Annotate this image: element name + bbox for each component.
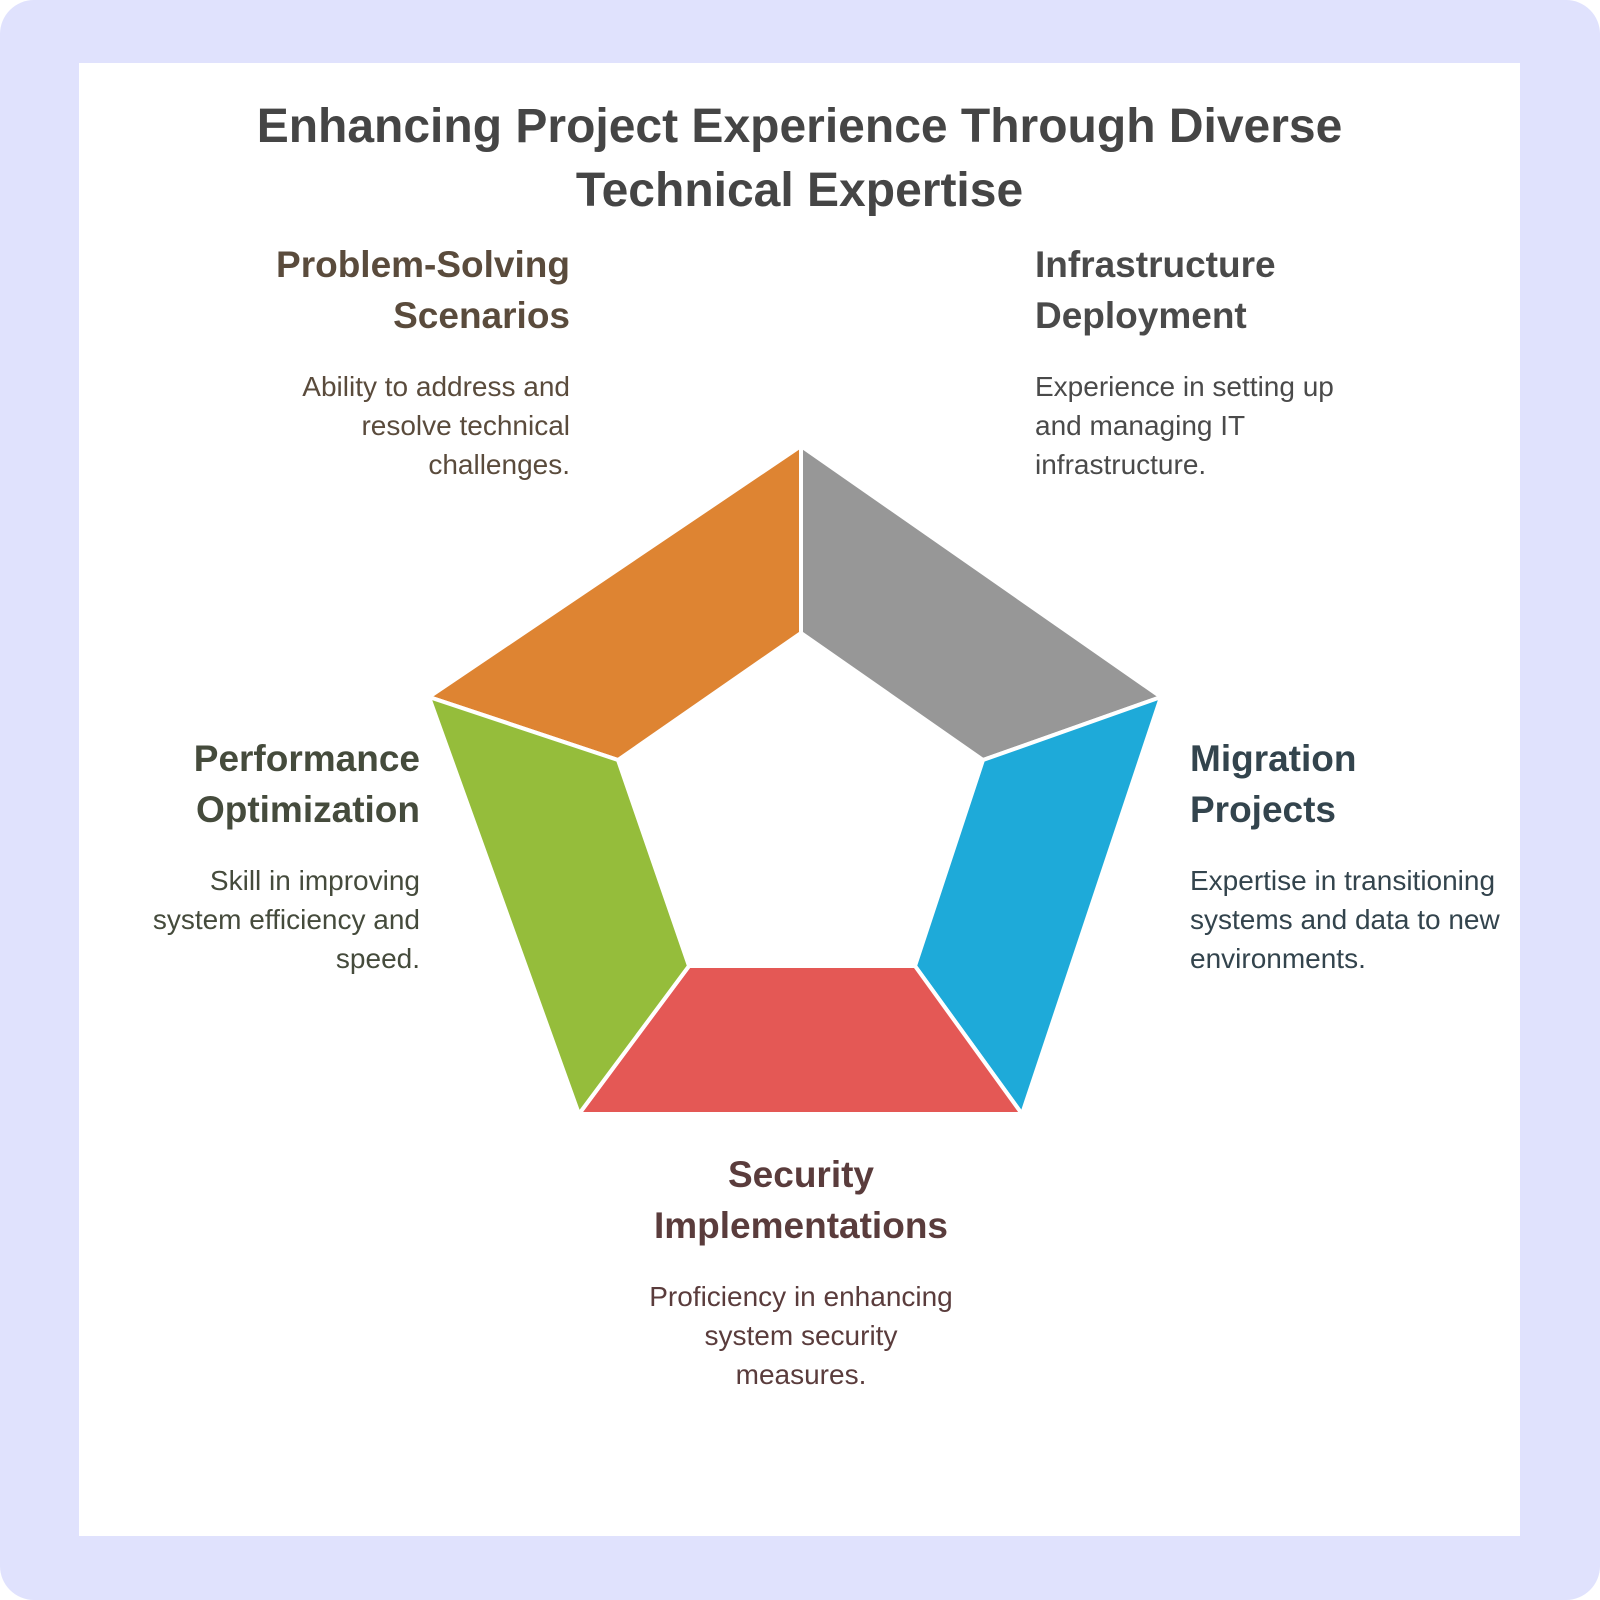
diagram-canvas: Enhancing Project Experience Through Div… bbox=[79, 63, 1520, 1536]
description-migration: Expertise in transitioning systems and d… bbox=[1190, 861, 1500, 978]
label-security: Security Implementations Proficiency in … bbox=[501, 1149, 1101, 1394]
heading-line: Security bbox=[727, 1154, 874, 1195]
heading-line: Projects bbox=[1190, 789, 1337, 830]
segment-performance bbox=[427, 695, 691, 1116]
description-infrastructure: Experience in setting up and managing IT… bbox=[1035, 367, 1334, 484]
description-line: system efficiency and bbox=[152, 904, 420, 935]
description-line: and managing IT bbox=[1035, 410, 1246, 441]
description-line: Ability to address and bbox=[302, 371, 570, 402]
label-problem-solving: Problem-Solving Scenarios Ability to add… bbox=[276, 239, 570, 484]
heading-migration: Migration Projects bbox=[1190, 733, 1500, 835]
title-line-1: Enhancing Project Experience Through Div… bbox=[256, 100, 1343, 153]
description-line: system security bbox=[704, 1320, 898, 1351]
label-migration: Migration Projects Expertise in transiti… bbox=[1190, 733, 1500, 978]
heading-line: Implementations bbox=[654, 1205, 948, 1246]
description-line: measures. bbox=[735, 1359, 867, 1390]
pentagon-diagram bbox=[427, 444, 1163, 1116]
description-line: Experience in setting up bbox=[1035, 371, 1334, 402]
heading-line: Problem-Solving bbox=[276, 244, 570, 285]
heading-line: Performance bbox=[193, 738, 420, 779]
heading-line: Deployment bbox=[1035, 295, 1247, 336]
heading-performance: Performance Optimization bbox=[153, 733, 420, 835]
heading-security: Security Implementations bbox=[501, 1149, 1101, 1251]
diagram-title: Enhancing Project Experience Through Div… bbox=[79, 95, 1520, 223]
heading-line: Scenarios bbox=[393, 295, 570, 336]
heading-problem-solving: Problem-Solving Scenarios bbox=[276, 239, 570, 341]
label-performance: Performance Optimization Skill in improv… bbox=[153, 733, 420, 978]
description-line: Expertise in transitioning bbox=[1190, 865, 1496, 896]
description-line: systems and data to new bbox=[1190, 904, 1500, 935]
description-line: speed. bbox=[335, 943, 420, 974]
description-line: Proficiency in enhancing bbox=[649, 1281, 953, 1312]
description-line: environments. bbox=[1190, 943, 1366, 974]
heading-line: Infrastructure bbox=[1035, 244, 1276, 285]
heading-infrastructure: Infrastructure Deployment bbox=[1035, 239, 1334, 341]
heading-line: Migration bbox=[1190, 738, 1357, 779]
description-line: Skill in improving bbox=[209, 865, 420, 896]
title-line-2: Technical Expertise bbox=[575, 164, 1024, 217]
segment-problem-solving bbox=[427, 444, 803, 762]
description-performance: Skill in improving system efficiency and… bbox=[153, 861, 420, 978]
description-line: challenges. bbox=[428, 449, 570, 480]
description-problem-solving: Ability to address and resolve technical… bbox=[276, 367, 570, 484]
description-security: Proficiency in enhancing system security… bbox=[501, 1277, 1101, 1394]
label-infrastructure: Infrastructure Deployment Experience in … bbox=[1035, 239, 1334, 484]
description-line: resolve technical bbox=[361, 410, 570, 441]
description-line: infrastructure. bbox=[1035, 449, 1207, 480]
segment-infrastructure bbox=[799, 444, 1163, 762]
heading-line: Optimization bbox=[195, 789, 420, 830]
